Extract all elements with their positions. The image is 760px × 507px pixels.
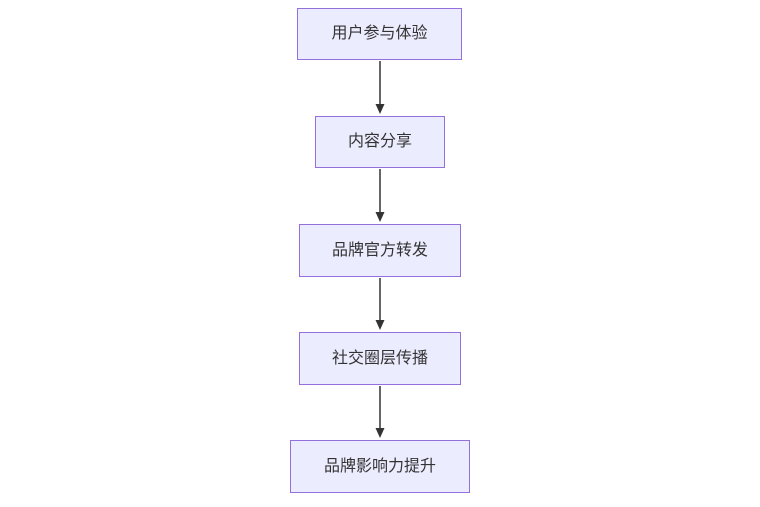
flow-node-social-circle-spread: 社交圈层传播	[299, 332, 461, 385]
flow-node-label: 社交圈层传播	[331, 349, 428, 367]
flow-node-user-participation: 用户参与体验	[297, 8, 462, 60]
flow-node-brand-official-repost: 品牌官方转发	[299, 224, 461, 277]
flow-node-label: 品牌官方转发	[331, 241, 428, 259]
flow-node-content-sharing: 内容分享	[315, 116, 445, 168]
flow-node-label: 用户参与体验	[331, 25, 428, 42]
flow-node-label: 品牌影响力提升	[323, 457, 436, 475]
flow-node-brand-influence-boost: 品牌影响力提升	[290, 440, 470, 493]
flow-node-label: 内容分享	[347, 133, 412, 150]
